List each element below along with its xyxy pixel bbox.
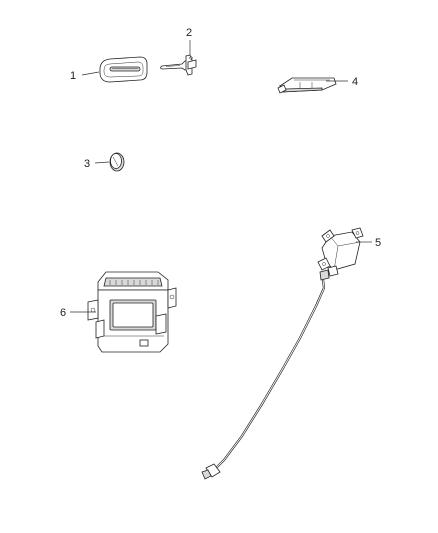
receiver-module-with-cable-icon bbox=[201, 227, 364, 480]
antenna-module-icon bbox=[277, 77, 337, 94]
leader-line-3 bbox=[94, 161, 110, 164]
emergency-key-blade-icon bbox=[160, 54, 197, 76]
callout-5: 5 bbox=[375, 237, 381, 249]
callout-2: 2 bbox=[186, 27, 192, 39]
callout-3: 3 bbox=[84, 158, 90, 170]
key-fob-icon bbox=[99, 56, 148, 83]
coin-battery-icon bbox=[109, 152, 125, 172]
callout-1: 1 bbox=[70, 70, 76, 82]
control-module-icon bbox=[87, 271, 177, 353]
callout-6: 6 bbox=[60, 307, 66, 319]
leader-line-1 bbox=[81, 71, 100, 76]
callout-4: 4 bbox=[352, 76, 358, 88]
